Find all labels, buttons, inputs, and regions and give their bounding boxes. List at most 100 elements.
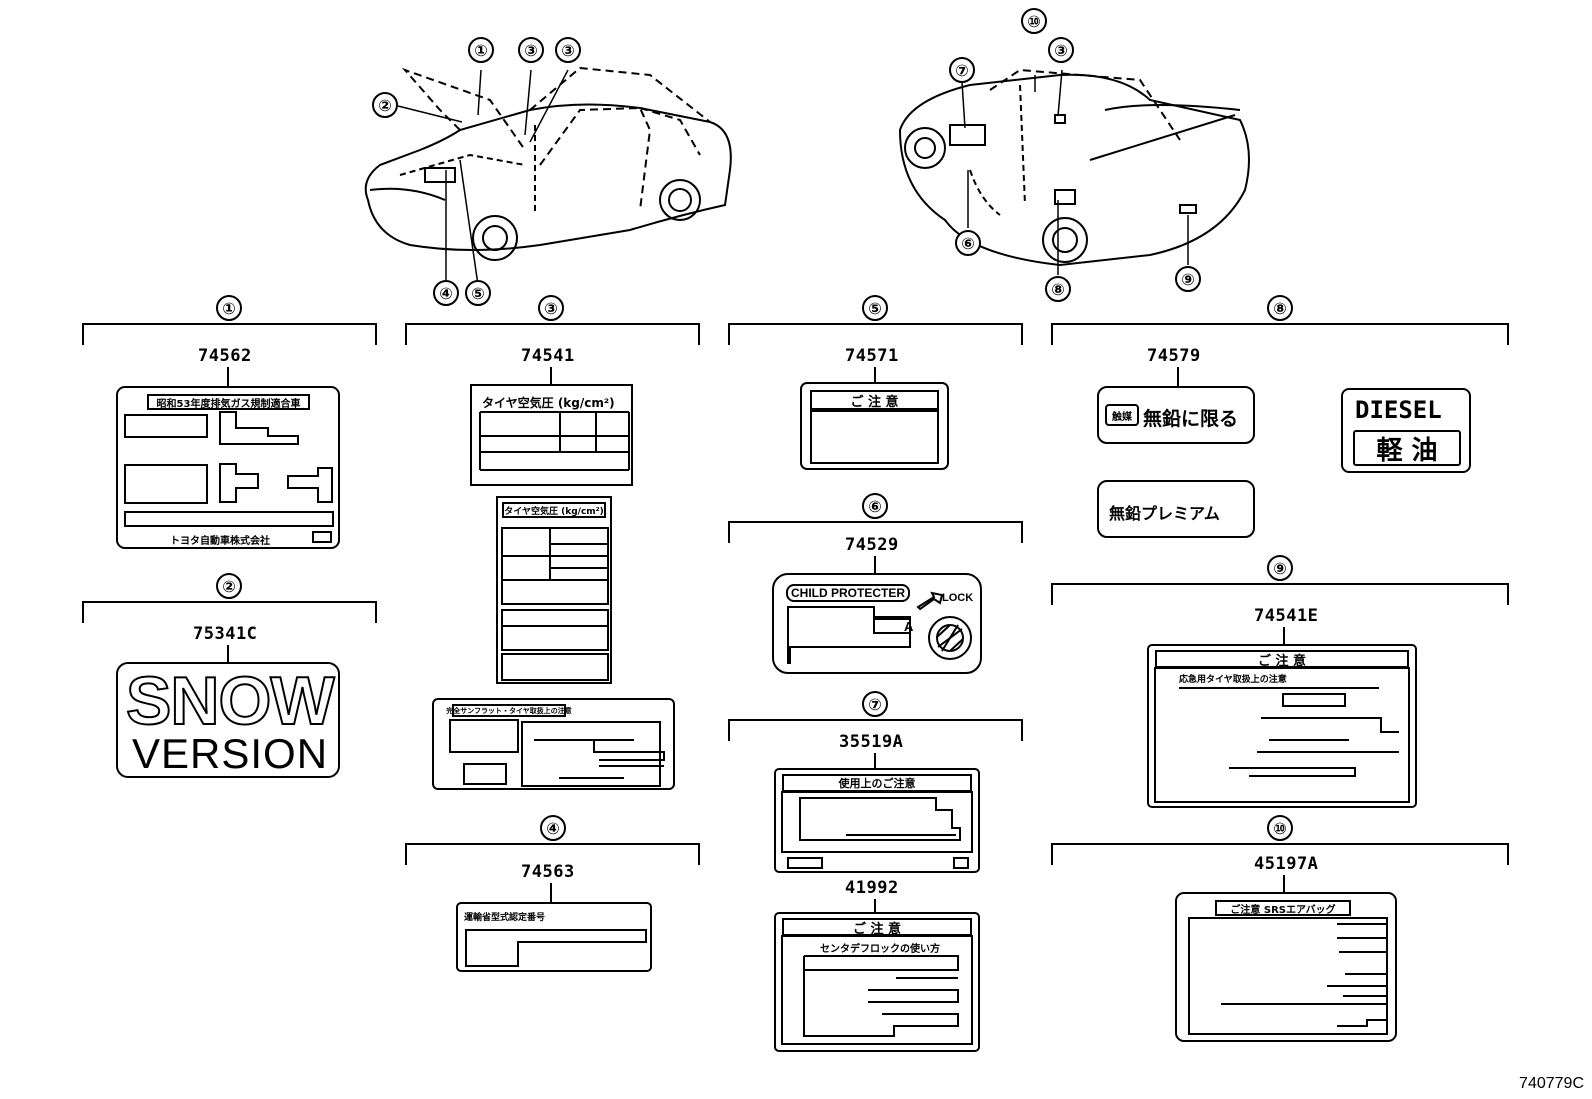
- part-number-74541e: 74541E: [1254, 606, 1319, 626]
- callout-2: ②: [216, 573, 242, 599]
- label-74563: 運輸省型式認定番号: [456, 902, 652, 972]
- light-oil: 軽 油: [1353, 430, 1461, 466]
- emergency-shapes: [1154, 667, 1410, 803]
- leader-41992: [874, 899, 876, 913]
- leader-75341c: [227, 645, 229, 663]
- rear-car-illustration: [898, 68, 1250, 275]
- child-a: A: [904, 619, 914, 634]
- callout-1-top: ①: [468, 37, 494, 63]
- leader-74541e: [1283, 627, 1285, 645]
- bracket-7: [728, 719, 1023, 741]
- leader-74562: [227, 367, 229, 387]
- label-74541-large: タイヤ空気圧 (kg/cm²): [470, 384, 633, 486]
- label-74529: CHILD PROTECTER LOCK A: [772, 573, 982, 674]
- label-45197a: ご注意 SRSエアバッグ: [1175, 892, 1397, 1042]
- front-car-illustration: [364, 66, 732, 286]
- leader-74563: [550, 883, 552, 903]
- leader-74529: [874, 556, 876, 574]
- box: [124, 464, 208, 504]
- bracket-8: [1051, 323, 1509, 345]
- callout-4: ④: [540, 815, 566, 841]
- bracket-4: [405, 843, 700, 865]
- spare-tire-notes: 完全サンフラット・タイヤ取扱上の注意: [446, 704, 572, 717]
- callout-7-top: ⑦: [949, 57, 975, 83]
- callout-8-top: ⑧: [1045, 276, 1071, 302]
- callout-3-top-b: ③: [555, 37, 581, 63]
- part-number-74571: 74571: [845, 346, 899, 366]
- emergency-tire: 応急用タイヤ取扱上の注意: [1179, 675, 1287, 685]
- callout-3: ③: [538, 295, 564, 321]
- child-lock-shapes: [787, 591, 972, 664]
- bracket-2: [82, 601, 377, 623]
- usage-shapes: [781, 791, 973, 869]
- label-75341c: SNOW VERSION: [116, 662, 340, 778]
- diagram-code: 740779C: [1519, 1075, 1584, 1092]
- callout-7: ⑦: [862, 691, 888, 717]
- toyota-company: トヨタ自動車株式会社: [170, 536, 270, 547]
- body-box: [810, 410, 939, 464]
- leader-74579: [1177, 367, 1179, 387]
- tall-grid: [501, 527, 609, 681]
- tire-pressure-small-title: タイヤ空気圧 (kg/cm²): [502, 502, 606, 518]
- diesel-text: DIESEL: [1355, 396, 1442, 424]
- spare-shapes: [449, 719, 665, 787]
- callout-1: ①: [216, 295, 242, 321]
- lock-text: LOCK: [942, 592, 974, 604]
- callout-5: ⑤: [862, 295, 888, 321]
- transport-cert: 運輸省型式認定番号: [464, 913, 546, 923]
- part-number-35519a: 35519A: [839, 732, 904, 752]
- label-35519a: 使用上のご注意: [774, 768, 980, 873]
- part-number-74562: 74562: [198, 346, 252, 366]
- part-number-74541: 74541: [521, 346, 575, 366]
- diff-shapes: [781, 935, 973, 1045]
- unleaded-only: 無鉛に限る: [1143, 408, 1239, 430]
- bracket-6: [728, 521, 1023, 543]
- leader-45197a: [1283, 875, 1285, 893]
- tire-pressure-title: タイヤ空気圧 (kg/cm²): [482, 396, 615, 410]
- label-74562: 昭和53年度排気ガス規制適合車 トヨタ自動車株式会社: [116, 386, 340, 549]
- emission-title: 昭和53年度排気ガス規制適合車: [147, 394, 310, 410]
- unleaded-premium: 無鉛プレミアム: [1109, 504, 1220, 523]
- leader-35519a: [874, 753, 876, 769]
- caution-74571: ご 注 意: [810, 390, 939, 410]
- center-diff-lock: センタデフロックの使い方: [820, 944, 940, 955]
- part-number-45197a: 45197A: [1254, 854, 1319, 874]
- bracket-9: [1051, 583, 1509, 605]
- box: [312, 531, 332, 543]
- label-74579-diesel: DIESEL 軽 油: [1341, 388, 1471, 473]
- label-74579-unleaded: 触媒 無鉛に限る: [1097, 386, 1255, 444]
- child-protector: CHILD PROTECTER: [786, 584, 910, 602]
- part-number-75341c: 75341C: [193, 624, 258, 644]
- callout-9: ⑨: [1267, 555, 1293, 581]
- leader-74541: [550, 367, 552, 385]
- callout-6-top: ⑥: [955, 230, 981, 256]
- bracket-5: [728, 323, 1023, 345]
- bracket-10: [1051, 843, 1509, 865]
- callout-9-top: ⑨: [1175, 266, 1201, 292]
- callout-5-top: ⑤: [465, 280, 491, 306]
- part-number-74529: 74529: [845, 535, 899, 555]
- box: [124, 414, 208, 438]
- leader-74571: [874, 367, 876, 383]
- snow-text: SNOW: [125, 662, 336, 740]
- callout-2-top: ②: [372, 92, 398, 118]
- bracket-3: [405, 323, 700, 345]
- label-74541-tall: タイヤ空気圧 (kg/cm²): [496, 496, 612, 684]
- version-text: VERSION: [132, 730, 329, 777]
- label-74541-spare: 完全サンフラット・タイヤ取扱上の注意: [432, 698, 675, 790]
- part-number-41992: 41992: [845, 878, 899, 898]
- callout-6: ⑥: [862, 493, 888, 519]
- callout-4-top: ④: [433, 280, 459, 306]
- srs-airbag: ご注意 SRSエアバッグ: [1215, 900, 1351, 916]
- airbag-shapes: [1188, 917, 1388, 1035]
- cert-shapes: [465, 929, 647, 967]
- tire-grid: [479, 411, 630, 471]
- box: [124, 511, 334, 527]
- unleaded-prefix: 触媒: [1105, 404, 1139, 426]
- label-74571: ご 注 意: [800, 382, 949, 470]
- callout-10-top: ⑩: [1021, 8, 1047, 34]
- label-41992: ご 注 意 センタデフロックの使い方: [774, 912, 980, 1052]
- part-number-74563: 74563: [521, 862, 575, 882]
- callout-8: ⑧: [1267, 295, 1293, 321]
- label-74541e: ご 注 意 応急用タイヤ取扱上の注意: [1147, 644, 1417, 808]
